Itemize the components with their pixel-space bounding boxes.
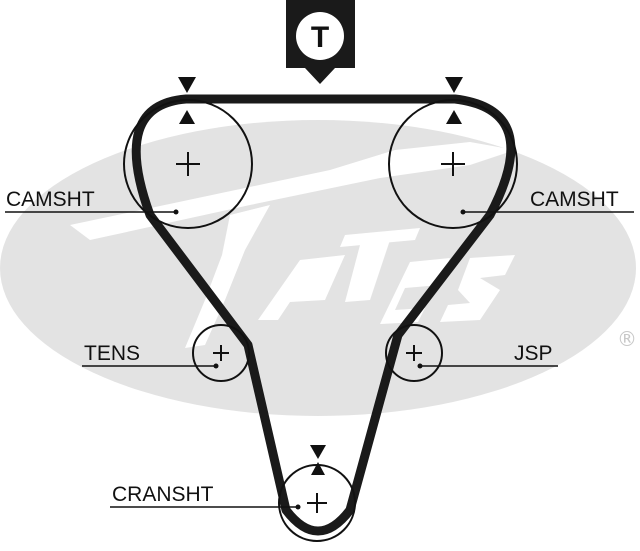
- gates-logo-watermark: ®: [0, 120, 637, 416]
- triangle-mark-icon: [178, 77, 196, 93]
- triangle-mark-icon: [445, 77, 463, 93]
- triangle-mark-icon: [179, 110, 195, 124]
- label-camshaft-right: CAMSHT: [530, 188, 619, 211]
- label-jackshaft: JSP: [514, 342, 553, 365]
- triangle-mark-icon: [310, 445, 326, 459]
- pulley-tensioner: [192, 324, 250, 382]
- pulley-jackshaft: [385, 324, 443, 382]
- label-camshaft-left: CAMSHT: [6, 188, 95, 211]
- leader-dots: [173, 209, 466, 510]
- leader-lines: [5, 211, 634, 508]
- triangle-mark-icon: [311, 462, 325, 475]
- label-crankshaft: CRANSHT: [112, 483, 214, 506]
- plus-cross-icon: [307, 493, 327, 513]
- registered-mark: ®: [617, 327, 637, 351]
- plus-cross-icon: [406, 345, 422, 361]
- plus-cross-icon: [176, 152, 200, 176]
- tension-marker-label: T: [311, 21, 329, 54]
- plus-cross-icon: [213, 345, 229, 361]
- tension-marker: T: [286, 0, 355, 84]
- plus-cross-icon: [441, 152, 465, 176]
- label-tensioner: TENS: [84, 342, 140, 365]
- triangle-mark-icon: [446, 110, 462, 124]
- pulley-camshaft-right: [388, 99, 518, 229]
- pulley-camshaft-left: [123, 99, 253, 229]
- timing-marks: [178, 77, 463, 475]
